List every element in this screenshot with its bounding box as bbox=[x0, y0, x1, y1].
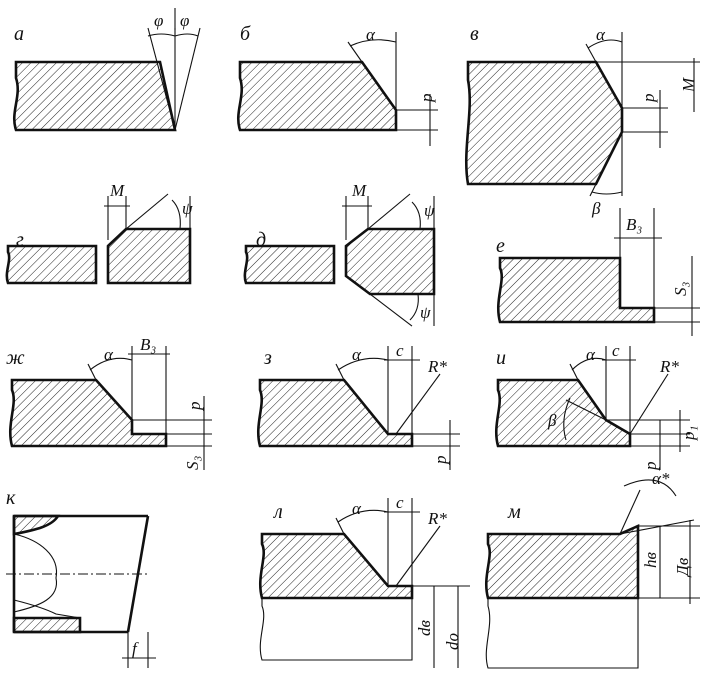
dim-psi-g: ψ bbox=[182, 199, 193, 218]
dim-c-l: c bbox=[396, 493, 404, 512]
dim-p-z: p bbox=[431, 456, 450, 466]
dim-R-z: R* bbox=[427, 357, 447, 376]
panel-label-l: л bbox=[273, 501, 283, 523]
dim-p-zh: p bbox=[185, 402, 204, 412]
dim-R-l: R* bbox=[427, 509, 447, 528]
dim-phi-2: φ bbox=[180, 11, 189, 30]
dim-alpha-l: α bbox=[352, 499, 362, 518]
dim-c-i: c bbox=[612, 341, 620, 360]
dim-alpha-z: α bbox=[352, 345, 362, 364]
dim-M-v: M bbox=[679, 77, 698, 93]
wall-k-top bbox=[12, 514, 61, 536]
panel-label-m: м bbox=[507, 501, 521, 523]
plate-a bbox=[13, 60, 177, 132]
panel-v: в α p M β bbox=[464, 23, 700, 218]
plate-e bbox=[497, 256, 656, 324]
angle-line-a1 bbox=[147, 27, 176, 131]
plate-b bbox=[237, 60, 398, 132]
dim-S3-zh: S₃ bbox=[183, 456, 202, 471]
dim-p-v: p bbox=[639, 94, 658, 104]
dim-alpha-v: α bbox=[596, 25, 606, 44]
dim-phi-1: φ bbox=[154, 11, 163, 30]
dim-p-i: p bbox=[641, 462, 660, 472]
panel-label-z: з bbox=[263, 347, 272, 369]
dim-do-l: dо bbox=[443, 633, 462, 650]
dim-M-g: M bbox=[109, 181, 125, 200]
dim-M-d: M bbox=[351, 181, 367, 200]
plate-m bbox=[485, 523, 640, 600]
pipe-m-body bbox=[485, 597, 639, 669]
dim-alpha-zh: α bbox=[104, 345, 114, 364]
dim-hv-m: hв bbox=[641, 552, 660, 569]
plate-zh bbox=[9, 378, 168, 448]
dim-psi-d1: ψ bbox=[424, 201, 435, 220]
panel-d: д M ψ ψ bbox=[243, 181, 436, 327]
plate-d-left bbox=[243, 244, 336, 285]
dim-alpha-i: α bbox=[586, 345, 596, 364]
plate-d-right bbox=[344, 227, 436, 296]
pipe-l-body bbox=[259, 597, 413, 661]
plate-l bbox=[259, 532, 414, 600]
plate-z bbox=[257, 378, 414, 448]
plate-v bbox=[464, 60, 624, 186]
dim-B3-e: B₃ bbox=[626, 215, 642, 234]
panel-b: б α p bbox=[237, 23, 438, 146]
panel-a: а φ φ bbox=[13, 8, 201, 132]
dim-beta-v: β bbox=[591, 199, 601, 218]
panel-label-b: б bbox=[240, 23, 251, 45]
dim-R-i: R* bbox=[659, 357, 679, 376]
dim-p1-i: p₁ bbox=[679, 426, 698, 441]
wall-k-bottom bbox=[12, 616, 82, 634]
panel-label-v: в bbox=[470, 23, 479, 45]
panel-l: л α c R* dв dо bbox=[259, 493, 470, 668]
panel-label-d: д bbox=[256, 229, 266, 251]
panel-i: и α c R* β p₁ p bbox=[495, 341, 698, 472]
dim-f-k: f bbox=[132, 639, 139, 658]
dim-p-b: p bbox=[417, 94, 436, 104]
plate-g-left bbox=[5, 244, 98, 285]
panel-label-a: а bbox=[14, 23, 24, 45]
panel-k: к f bbox=[6, 487, 156, 668]
panel-label-zh: ж bbox=[6, 347, 25, 369]
dim-beta-i: β bbox=[547, 411, 557, 430]
panel-label-k: к bbox=[6, 487, 16, 509]
panel-z: з α c R* p bbox=[257, 341, 460, 470]
dim-dv-l: dв bbox=[415, 620, 434, 637]
dim-psi-d2: ψ bbox=[420, 303, 431, 322]
dim-c-z: c bbox=[396, 341, 404, 360]
panel-g: г M ψ bbox=[5, 181, 193, 285]
panel-label-e: е bbox=[496, 235, 505, 257]
plate-g-right bbox=[106, 227, 192, 285]
dim-S3-e: S₃ bbox=[671, 282, 690, 297]
panel-label-i: и bbox=[496, 347, 506, 369]
dim-alpha-b: α bbox=[366, 25, 376, 44]
panel-e: е B₃ S₃ bbox=[496, 208, 700, 336]
dim-alpha-m: α* bbox=[652, 469, 670, 488]
panel-zh: ж α B₃ p S₃ bbox=[6, 335, 212, 470]
plate-i bbox=[495, 378, 632, 448]
panel-label-g: г bbox=[16, 229, 24, 251]
dim-B3-zh: B₃ bbox=[140, 335, 156, 354]
panel-m: м α* hв Дв bbox=[485, 469, 700, 669]
dim-Dv-m: Дв bbox=[673, 557, 692, 578]
